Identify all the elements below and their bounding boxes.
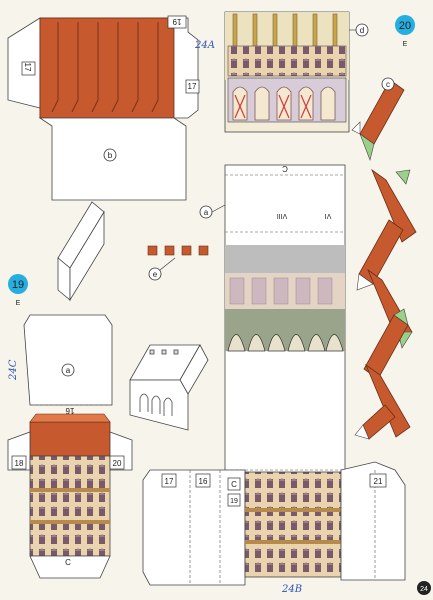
label-c: c <box>386 80 390 89</box>
handwritten-24c: 24C <box>8 359 19 381</box>
num-19-bottom: 19 <box>230 498 238 505</box>
label-vi: VI <box>325 212 332 219</box>
label-c-bottom: C <box>231 480 237 489</box>
label-a-center: a <box>204 208 209 217</box>
building-3d-preview <box>129 344 209 431</box>
label-b-circle <box>103 148 117 162</box>
page-number: 24 <box>420 586 428 593</box>
handwritten-24a: 24A <box>194 40 215 51</box>
num-16-rot: 16 <box>65 406 74 415</box>
small-pieces-e <box>147 245 209 271</box>
label-d: d <box>360 26 364 35</box>
label-b: b <box>108 151 113 160</box>
label-c-circle <box>381 77 395 91</box>
label-viii: VIII <box>277 212 288 219</box>
label-a-circle-center <box>199 205 213 219</box>
label-d-circle <box>355 23 369 37</box>
center-strip <box>224 164 346 486</box>
handwritten-24b: 24B <box>281 584 302 595</box>
num-19-top: 19 <box>172 17 181 26</box>
marker-20 <box>395 15 415 35</box>
diagonal-pieces <box>351 79 417 440</box>
num-17-side: 17 <box>188 82 197 91</box>
label-c-bl: C <box>65 558 71 567</box>
bottom-left-assembly <box>7 314 133 579</box>
marker-20-sub: E <box>403 41 408 48</box>
marker-19 <box>8 274 28 294</box>
label-e: e <box>153 270 158 279</box>
marker-19-sub: E <box>16 300 21 307</box>
marker-19-text: 19 <box>12 279 24 291</box>
num-17-rot: 17 <box>23 63 32 72</box>
label-a-circle-bl <box>61 363 75 377</box>
label-e-circle <box>148 267 162 281</box>
num-18: 18 <box>15 459 24 468</box>
num-21: 21 <box>374 477 383 486</box>
marker-20-text: 20 <box>399 20 411 32</box>
label-c-top: C <box>282 164 288 173</box>
num-17-bottom: 17 <box>165 477 174 486</box>
num-20: 20 <box>113 459 122 468</box>
folded-block-preview <box>57 201 105 302</box>
bottom-center-assembly <box>142 461 406 586</box>
label-a-bl: a <box>66 366 71 375</box>
num-16-bottom: 16 <box>199 477 208 486</box>
page-number-badge <box>417 581 431 595</box>
roof-piece-b <box>7 15 200 201</box>
facade-d <box>224 11 350 133</box>
